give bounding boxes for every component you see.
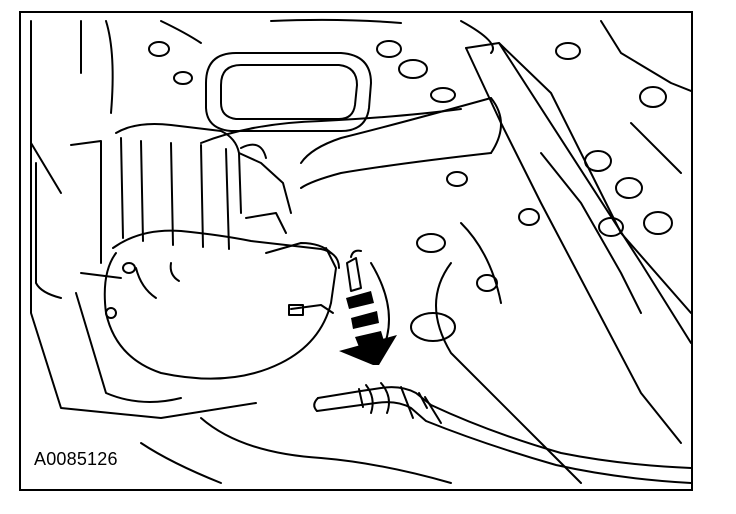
tray-panel (30, 18, 691, 484)
cross-member (200, 42, 691, 444)
release-direction-arrow (339, 291, 397, 365)
figure-frame: A0085126 (19, 11, 693, 491)
actuator-housing (35, 123, 340, 403)
technical-line-drawing (30, 18, 691, 484)
figure-reference-id: A0085126 (34, 449, 118, 470)
connector-plug (288, 249, 362, 316)
hose-tube (313, 382, 691, 484)
